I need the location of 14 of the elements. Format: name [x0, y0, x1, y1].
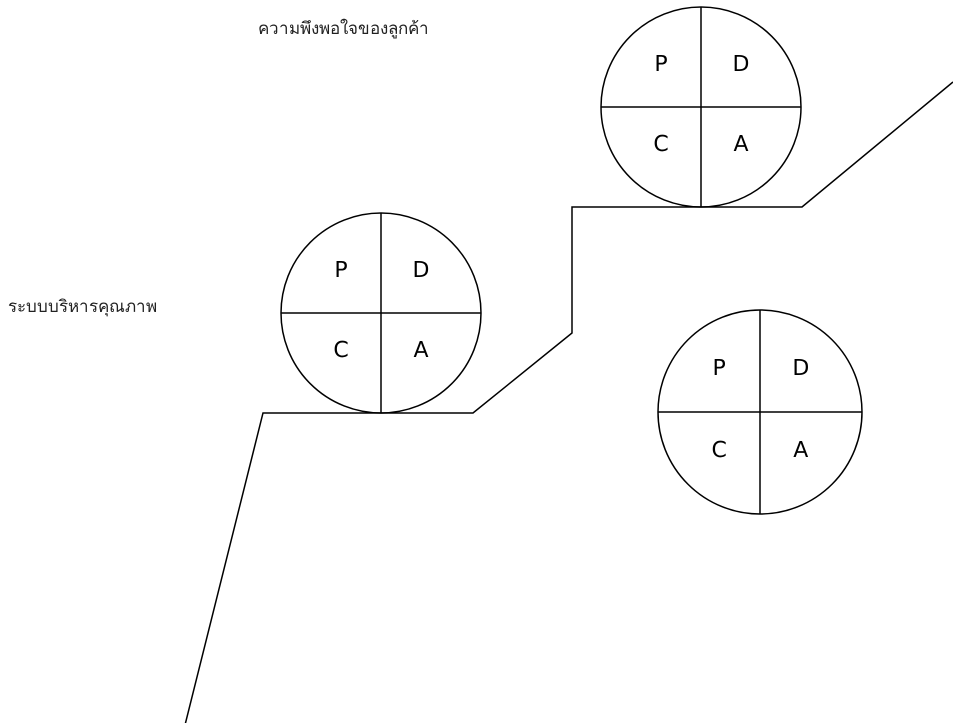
quadrant-letter: A [413, 338, 429, 364]
caption-text: ความพึงพอใจของลูกค้า [258, 18, 429, 41]
quadrant-letter: A [733, 132, 749, 158]
quadrant-letter: C [333, 338, 349, 364]
quadrant-letter: P [712, 356, 726, 382]
quadrant-letter: A [793, 438, 808, 464]
quadrant-letter: D [792, 356, 810, 382]
quadrant-letter: C [653, 132, 669, 158]
quadrant-letter: P [334, 258, 348, 284]
quadrant-letter: P [654, 52, 668, 78]
quadrant-letter: C [712, 438, 727, 464]
quadrant-letter: D [732, 52, 750, 78]
caption-text: ระบบบริหารคุณภาพ [8, 296, 157, 319]
quadrant-letter: D [412, 258, 430, 284]
